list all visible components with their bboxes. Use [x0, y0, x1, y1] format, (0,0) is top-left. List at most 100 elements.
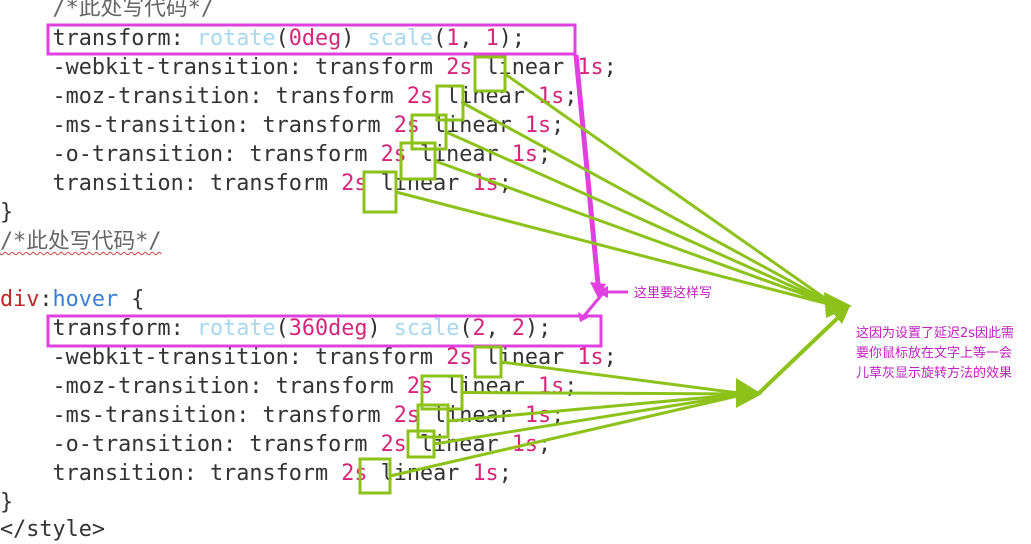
green-arrow-line-top-1	[504, 72, 837, 308]
code-line[interactable]: div:hover {	[0, 285, 144, 314]
code-line[interactable]: /*此处写代码*/	[0, 0, 214, 23]
code-token: -o-transition: transform	[0, 432, 381, 457]
code-token: );	[498, 26, 525, 51]
code-token: 1s	[538, 374, 565, 399]
code-token: rotate	[196, 316, 276, 341]
code-line[interactable]: -webkit-transition: transform 2s linear …	[0, 343, 617, 372]
code-token: 2s	[380, 432, 407, 457]
code-token: (	[275, 26, 289, 51]
code-line[interactable]: transform: rotate(0deg) scale(1, 1);	[0, 24, 525, 53]
code-token: -webkit-transition: transform	[0, 345, 447, 370]
code-line[interactable]: transition: transform 2s linear 1s;	[0, 169, 511, 198]
code-token: 2s	[446, 345, 473, 370]
code-token: 0deg	[288, 26, 342, 51]
magenta-arrowhead-1	[590, 282, 606, 298]
code-token: ;	[551, 403, 565, 428]
code-token: transform:	[0, 26, 197, 51]
code-line[interactable]: -o-transition: transform 2s linear 1s;	[0, 140, 551, 169]
code-token: scale	[367, 26, 434, 51]
green-box-2s-top-1	[473, 55, 507, 93]
code-line[interactable]: }	[0, 198, 13, 227]
code-token: 1s	[524, 403, 552, 428]
code-token: scale	[393, 316, 460, 341]
green-arrow-line-bottom-5	[389, 392, 747, 478]
code-line[interactable]: -ms-transition: transform 2s linear 1s;	[0, 111, 564, 140]
code-token: -moz-transition: transform	[0, 84, 407, 109]
code-token: rotate	[196, 26, 276, 51]
code-token: /*此处写代码*/	[0, 229, 162, 254]
code-token: -o-transition: transform	[0, 142, 381, 167]
green-arrow-line-top-5	[395, 190, 837, 308]
green-arrow-line-bottom-2	[461, 391, 747, 396]
code-token: ;	[603, 55, 617, 80]
code-token: 2s	[406, 84, 434, 109]
green-arrow-line-top-3	[445, 130, 837, 308]
green-arrowhead-top	[824, 292, 852, 318]
code-token: (	[459, 316, 473, 341]
green-arrow-line-bottom-1	[500, 360, 747, 396]
green-box-2s-top-5	[362, 170, 398, 214]
code-token: ;	[603, 345, 617, 370]
code-token: 2s	[406, 374, 434, 399]
green-arrowhead-bottom	[736, 378, 762, 408]
code-line[interactable]: /*此处写代码*/	[0, 227, 161, 256]
code-token: (	[433, 26, 447, 51]
code-token: /*此处写代码*/	[0, 0, 214, 21]
code-token: ,	[485, 316, 512, 341]
code-line[interactable]: transform: rotate(360deg) scale(2, 2);	[0, 314, 551, 343]
code-token: }	[0, 490, 14, 515]
code-token: 2	[472, 316, 486, 341]
code-token: {	[118, 287, 145, 312]
code-token: )	[367, 316, 394, 341]
code-line[interactable]: -moz-transition: transform 2s linear 1s;	[0, 372, 577, 401]
code-token: 1s	[472, 461, 499, 486]
code-token: transition: transform	[0, 171, 342, 196]
code-token: -ms-transition: transform	[0, 113, 394, 138]
green-arrow-line-top-4	[434, 159, 837, 308]
code-token: 1	[485, 26, 499, 51]
code-token: (	[275, 316, 289, 341]
green-box-2s-bottom-5	[358, 457, 392, 495]
annotation-overlay	[46, 23, 852, 495]
code-token: div	[0, 287, 40, 312]
code-line[interactable]: -webkit-transition: transform 2s linear …	[0, 53, 617, 82]
green-arrow-line-top-2	[462, 101, 837, 308]
code-token: 1s	[577, 55, 604, 80]
code-line[interactable]: -moz-transition: transform 2s linear 1s;	[0, 82, 577, 111]
green-connector-line	[756, 308, 848, 396]
code-token: transition: transform	[0, 461, 342, 486]
green-arrow-line-bottom-4	[433, 392, 747, 446]
code-token: ,	[459, 26, 486, 51]
code-token: 1s	[524, 113, 552, 138]
code-token: linear	[433, 84, 539, 109]
magenta-arrow-line-2	[582, 291, 606, 317]
code-token: linear	[367, 461, 473, 486]
code-token: 1	[446, 26, 460, 51]
code-token: :	[39, 287, 53, 312]
code-token: -webkit-transition: transform	[0, 55, 447, 80]
magenta-arrowhead-2	[578, 312, 588, 322]
highlight-box-transform-top	[46, 23, 577, 56]
green-annotation-note: 这因为设置了延迟2s因此需要你鼠标放在文字上等一会儿草灰显示旋转方法的效果	[856, 326, 1015, 381]
green-connector-arrowhead	[832, 306, 850, 324]
code-token: -ms-transition: transform	[0, 403, 394, 428]
code-token: transform:	[0, 316, 197, 341]
code-line[interactable]: }	[0, 488, 13, 517]
code-token: ;	[551, 113, 565, 138]
code-token: 2s	[393, 403, 420, 428]
code-token: );	[524, 316, 552, 341]
code-token: hover	[52, 287, 119, 312]
green-annotation-group	[358, 55, 852, 495]
green-box-2s-bottom-1	[473, 345, 503, 379]
code-token: linear	[406, 142, 512, 167]
code-token: linear	[472, 55, 578, 80]
code-token: 2s	[341, 461, 368, 486]
code-token: 1s	[577, 345, 604, 370]
code-token: ;	[498, 461, 512, 486]
code-token: linear	[367, 171, 473, 196]
code-line[interactable]: transition: transform 2s linear 1s;	[0, 459, 512, 488]
code-token: 2s	[446, 55, 473, 80]
code-token: -moz-transition: transform	[0, 374, 407, 399]
code-line[interactable]: -ms-transition: transform 2s linear 1s;	[0, 401, 564, 430]
